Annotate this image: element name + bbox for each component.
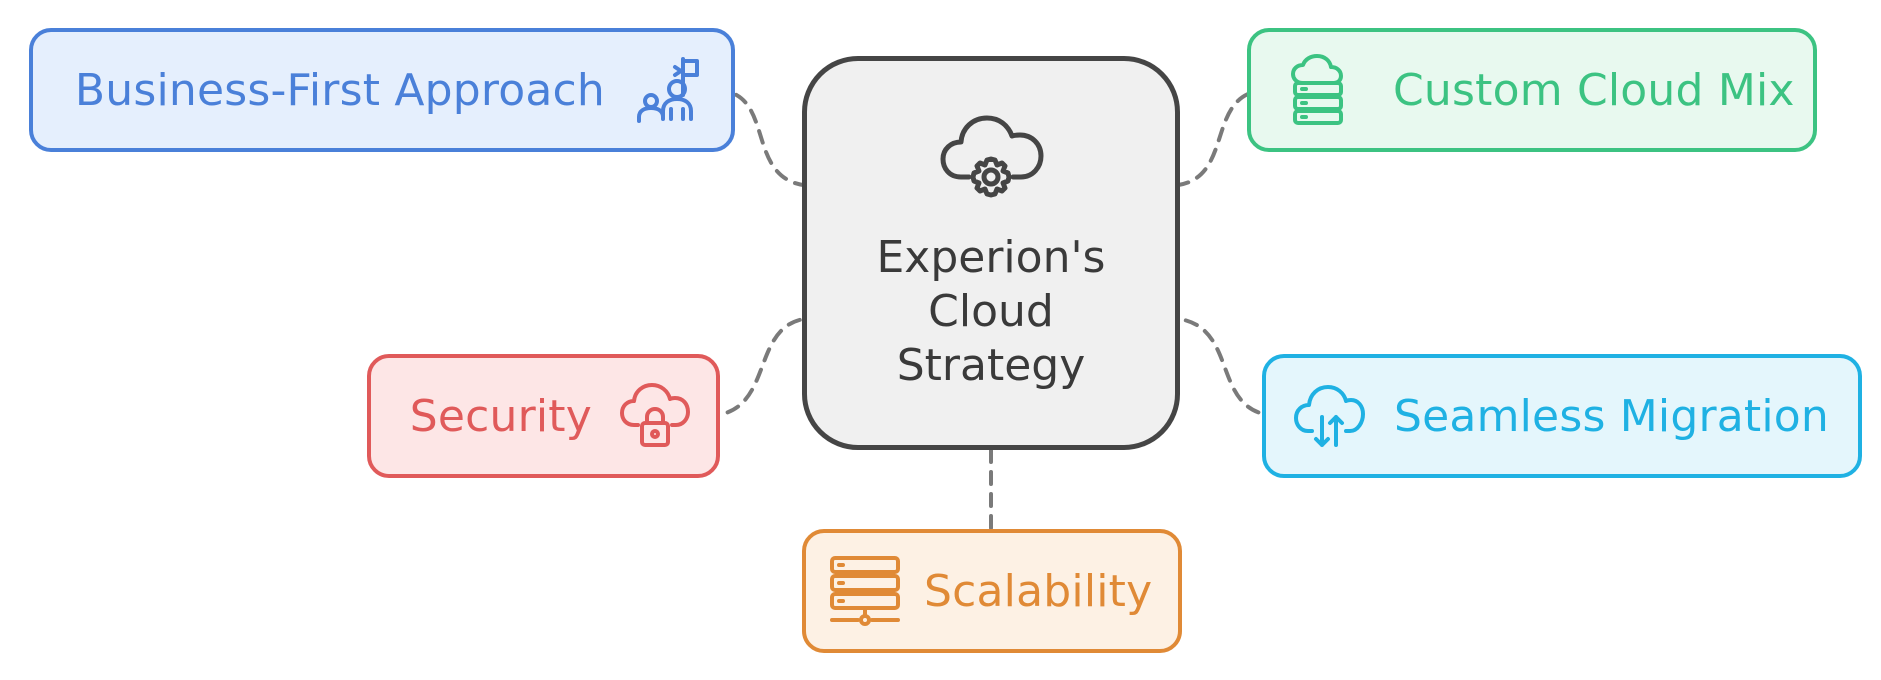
- node-label: Custom Cloud Mix: [1393, 64, 1795, 116]
- server-rack-icon: [828, 554, 902, 628]
- cloud-gear-icon: [935, 101, 1047, 213]
- center-node: Experion's Cloud Strategy: [802, 56, 1180, 450]
- node-label: Scalability: [924, 565, 1153, 617]
- center-title-line-3: Strategy: [896, 340, 1086, 391]
- team-flag-icon: [631, 53, 705, 127]
- node-business-first-approach: Business-First Approach: [29, 28, 735, 152]
- cloud-sync-icon: [1292, 379, 1366, 453]
- cloud-lock-icon: [618, 379, 692, 453]
- center-title-line-1: Experion's: [876, 232, 1106, 283]
- node-seamless-migration: Seamless Migration: [1262, 354, 1862, 478]
- center-title: Experion's Cloud Strategy: [877, 231, 1106, 393]
- node-scalability: Scalability: [802, 529, 1182, 653]
- node-custom-cloud-mix: Custom Cloud Mix: [1247, 28, 1817, 152]
- node-label: Seamless Migration: [1394, 390, 1830, 442]
- node-label: Security: [409, 390, 592, 442]
- connector-migration: [1165, 316, 1282, 418]
- node-label: Business-First Approach: [74, 64, 605, 116]
- cloud-server-icon: [1285, 53, 1359, 127]
- center-title-line-2: Cloud: [928, 286, 1054, 337]
- connector-security: [704, 316, 817, 418]
- node-security: Security: [367, 354, 720, 478]
